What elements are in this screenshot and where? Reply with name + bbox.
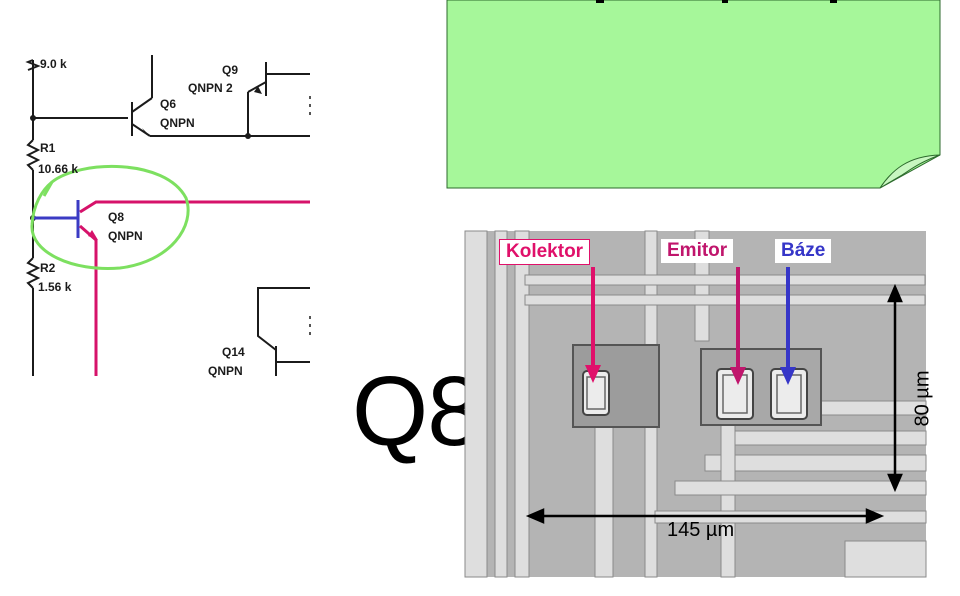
r2-value: 1.56 k xyxy=(38,280,72,294)
q8-collector-wire xyxy=(79,200,310,376)
collector-arrow-head xyxy=(585,365,601,383)
height-dimension: 80 µm xyxy=(911,370,934,427)
r1-label: R1 xyxy=(40,141,56,155)
q8-label: Q8 xyxy=(108,210,124,224)
width-dimension: 145 µm xyxy=(667,519,735,541)
circuit-schematic: 9.0 k R1 10.66 k R2 1.56 k Q9 QNPN 2 Q6 … xyxy=(25,55,311,378)
q8-highlight-circle xyxy=(30,164,190,271)
q9-model: QNPN 2 xyxy=(188,81,233,95)
emitter-arrow-head xyxy=(730,367,746,385)
r1-value: 10.66 k xyxy=(38,162,78,176)
r1-symbol xyxy=(25,139,41,171)
q14-label: Q14 xyxy=(222,345,245,359)
q14-model: QNPN xyxy=(208,364,243,378)
base-arrow-head xyxy=(780,367,796,385)
r-9k-value: 9.0 k xyxy=(40,57,67,71)
q6-label: Q6 xyxy=(160,97,176,111)
r2-symbol xyxy=(25,257,41,289)
emitter-label: Emitor xyxy=(661,239,734,263)
collector-label: Kolektor xyxy=(499,239,591,265)
r2-label: R2 xyxy=(40,261,56,275)
q8-model: QNPN xyxy=(108,229,143,243)
die-photo xyxy=(464,230,927,578)
base-label: Báze xyxy=(775,239,832,263)
die-micrograph: Kolektor Emitor Báze 145 µm 80 µm xyxy=(464,230,934,578)
resistor-9k-symbol xyxy=(25,59,41,71)
sticky-note xyxy=(446,0,941,189)
q8-base-wire xyxy=(33,200,80,238)
note-curl xyxy=(879,154,941,189)
q6-model: QNPN xyxy=(160,116,195,130)
component-title: Q8 xyxy=(352,356,482,466)
q9-label: Q9 xyxy=(222,63,238,77)
